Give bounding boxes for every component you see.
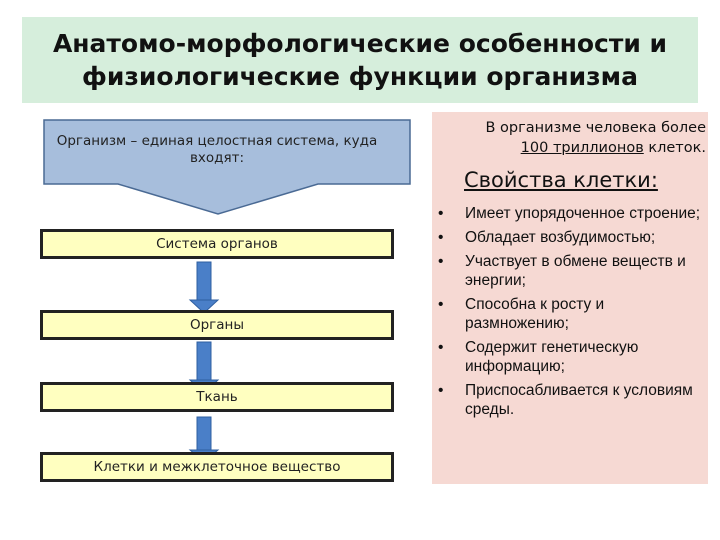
list-item: • Содержит генетическую информацию; — [436, 338, 704, 376]
level-organs: Органы — [40, 310, 394, 340]
list-item: • Приспосабливается к условиям среды. — [436, 381, 704, 419]
title-bar: Анатомо-морфологические особенности и фи… — [22, 17, 698, 103]
slide-title: Анатомо-морфологические особенности и фи… — [52, 29, 668, 91]
bullet-icon: • — [438, 253, 444, 270]
level-organ-system: Система органов — [40, 229, 394, 259]
list-item: • Способна к росту и размножению; — [436, 295, 704, 333]
property-text: Обладает возбудимостью; — [465, 229, 656, 246]
cells-note-line2: 100 триллионов клеток. — [436, 138, 706, 158]
cells-note-line1: В организме человека более — [485, 120, 707, 136]
list-item: • Участвует в обмене веществ и энергии; — [436, 252, 704, 290]
cell-properties-panel — [432, 112, 708, 484]
bullet-icon: • — [438, 205, 444, 222]
bullet-icon: • — [438, 296, 444, 313]
bullet-icon: • — [438, 382, 444, 399]
organism-label: Организм – единая целостная система, куд… — [56, 133, 378, 166]
level-cells: Клетки и межклеточное вещество — [40, 452, 394, 482]
list-item: • Обладает возбудимостью; — [436, 228, 704, 247]
list-item: • Имеет упорядоченное строение; — [436, 204, 704, 223]
properties-list: • Имеет упорядоченное строение; • Обладает… — [436, 204, 704, 424]
properties-heading: Свойства клетки: — [464, 168, 658, 192]
property-text: Участвует в обмене веществ и энергии; — [465, 253, 686, 289]
property-text: Содержит генетическую информацию; — [465, 339, 639, 375]
bullet-icon: • — [438, 229, 444, 246]
property-text: Имеет упорядоченное строение; — [465, 205, 701, 222]
organism-block-arrow — [43, 119, 411, 215]
property-text: Способна к росту и размножению; — [465, 296, 605, 332]
property-text: Приспосабливается к условиям среды. — [465, 382, 693, 418]
cells-note-rest: клеток. — [643, 140, 706, 156]
level-tissue: Ткань — [40, 382, 394, 412]
cells-count: 100 триллионов — [520, 140, 644, 156]
bullet-icon: • — [438, 339, 444, 356]
connector-arrow — [188, 261, 220, 314]
cells-note: В организме человека более 100 триллионо… — [436, 118, 707, 158]
